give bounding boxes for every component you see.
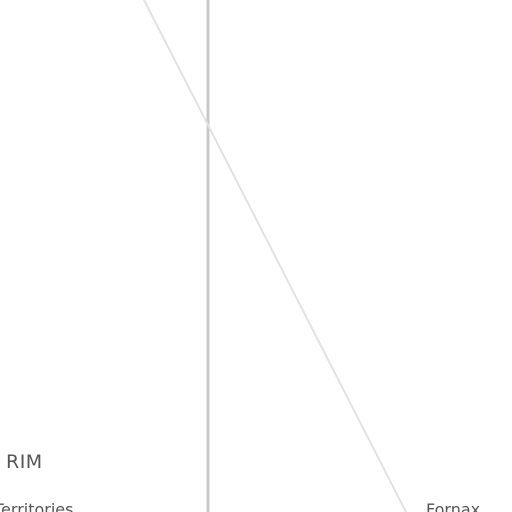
diagonal-route-line bbox=[143, 0, 407, 512]
region-label-rim: RIM bbox=[6, 451, 43, 473]
region-label-territories: Territories bbox=[0, 500, 74, 512]
region-label-fornax: Fornax bbox=[426, 500, 481, 512]
